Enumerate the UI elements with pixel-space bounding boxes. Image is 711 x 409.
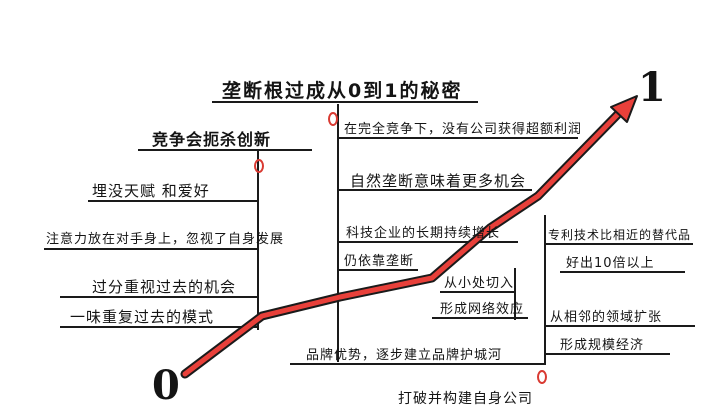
bottom-partial-text: 打破并构建自身公司 — [398, 391, 533, 407]
center-item-1: 在完全竞争下，没有公司获得超额利润 — [344, 122, 583, 137]
left-branch-heading: 竞争会扼杀创新 — [152, 130, 272, 149]
center-item-7: 品牌优势，逐步建立品牌护城河 — [306, 348, 503, 363]
mind-map-canvas — [44, 95, 695, 384]
center-item-4: 仍依靠垄断 — [344, 254, 415, 269]
right-item-1: 专利技术比相近的替代品 — [548, 228, 692, 242]
growth-arrowhead — [610, 95, 638, 123]
map-title: 垄断根过成从0到1的秘密 — [222, 80, 463, 102]
endpoint-zero: 0 — [152, 362, 181, 409]
zero-mark-right — [537, 370, 547, 384]
right-item-4: 形成规模经济 — [560, 338, 645, 353]
left-item-3: 过分重视过去的机会 — [92, 278, 237, 296]
zero-mark-center — [328, 112, 338, 126]
growth-arrow — [182, 107, 625, 377]
center-item-3: 科技企业的长期持续增长 — [346, 226, 501, 241]
center-item-2: 自然垄断意味着更多机会 — [350, 172, 527, 190]
right-item-2: 好出10倍以上 — [566, 256, 655, 271]
left-item-2: 注意力放在对手身上，忽视了自身发展 — [46, 232, 285, 247]
left-item-4: 一味重复过去的模式 — [70, 308, 215, 326]
right-item-3: 从相邻的领域扩张 — [550, 310, 663, 325]
center-item-5: 从小处切入 — [444, 276, 515, 291]
left-item-1: 埋没天赋 和爱好 — [92, 182, 210, 200]
endpoint-one: 1 — [638, 64, 667, 111]
zero-mark-left — [254, 159, 264, 173]
center-item-6: 形成网络效应 — [440, 302, 525, 317]
